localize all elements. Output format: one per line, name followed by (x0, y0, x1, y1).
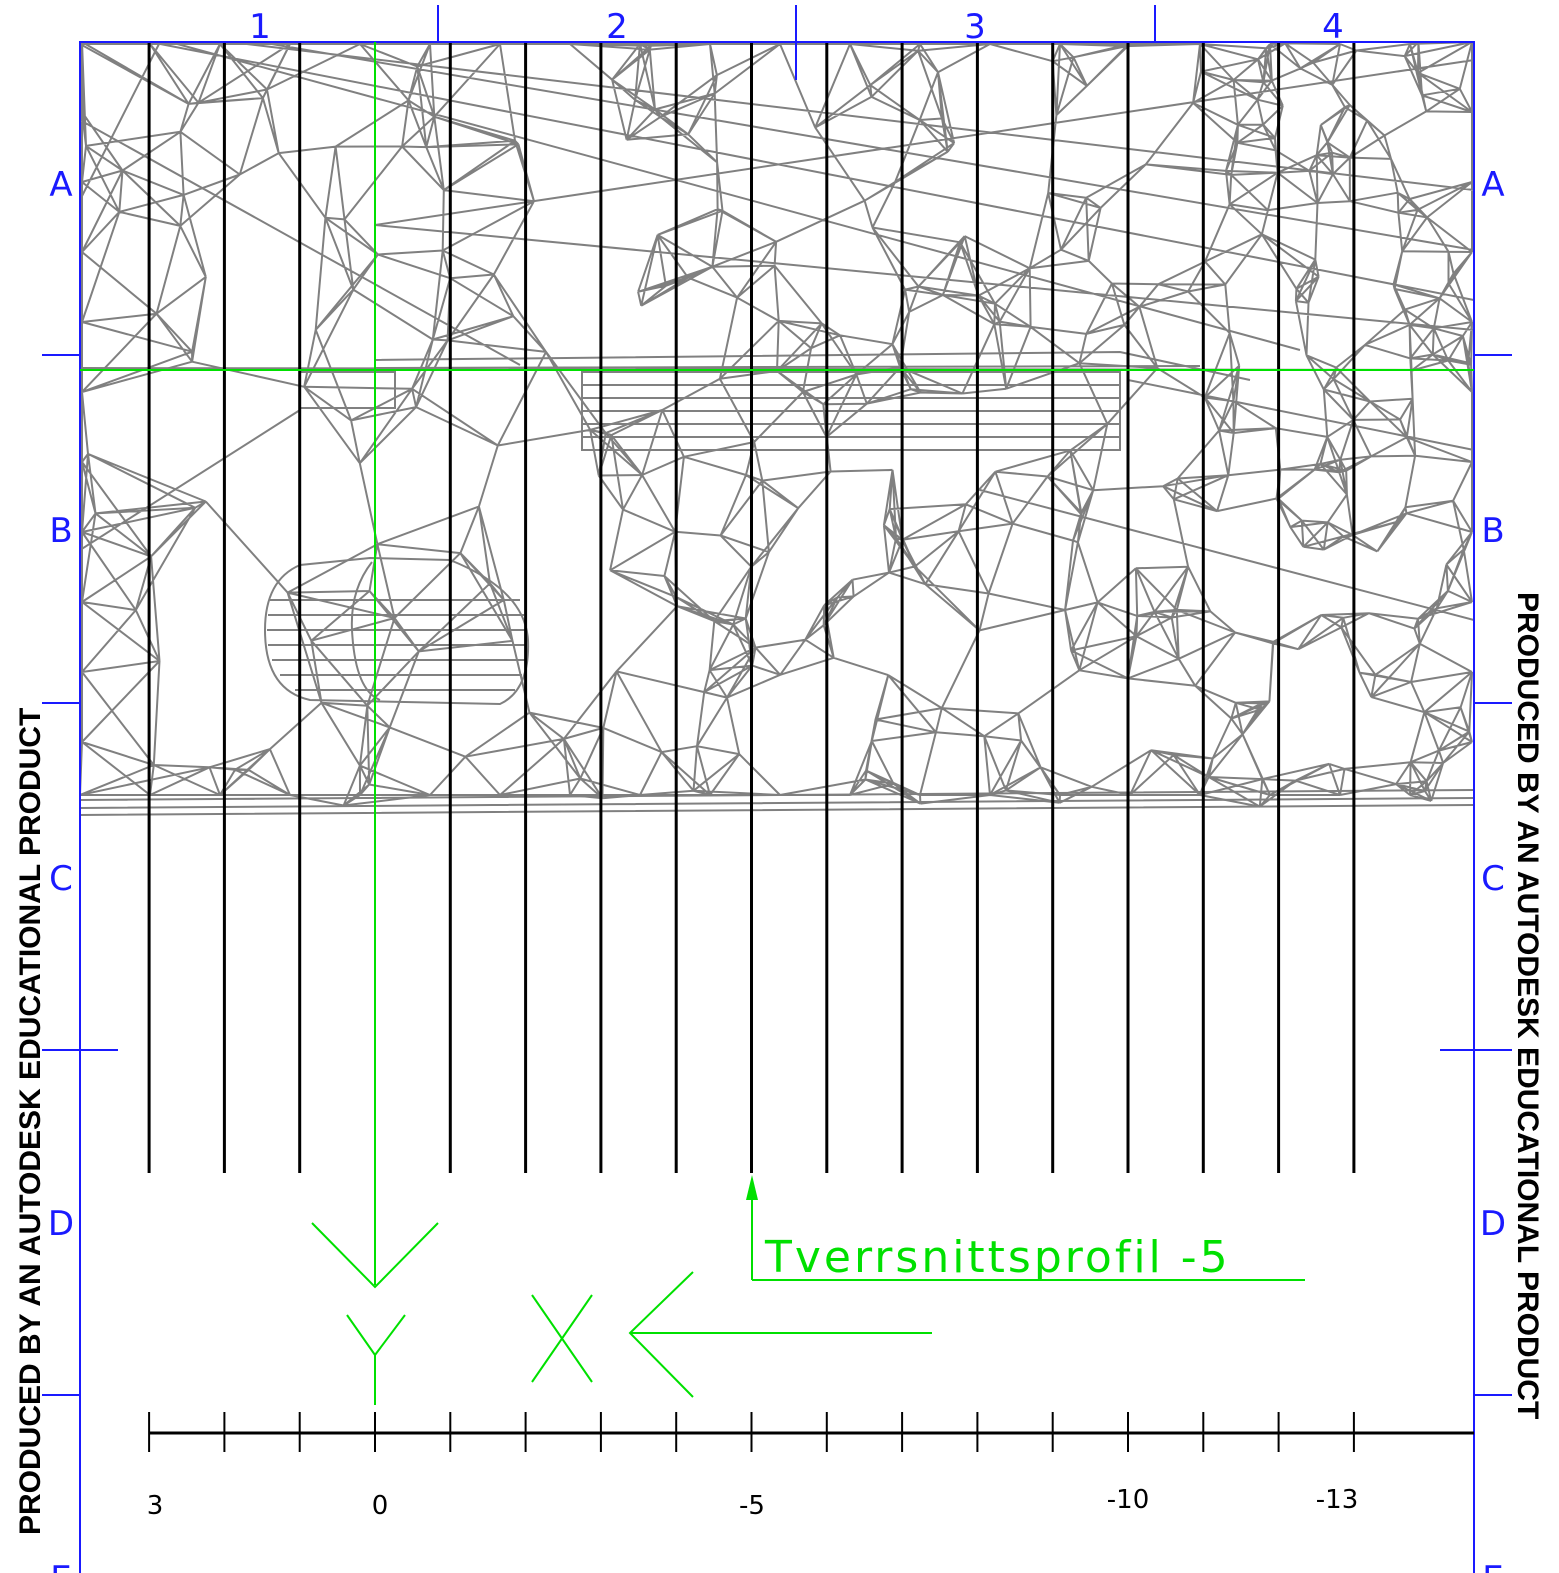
watermark-left: PRODUCED BY AN AUTODESK EDUCATIONAL PROD… (14, 708, 47, 1535)
grid-col-label-3: 3 (964, 7, 986, 47)
grid-row-label-e-right: E (1482, 1559, 1503, 1573)
small-rect (299, 371, 396, 409)
station-label-minus-10: -10 (1107, 1485, 1149, 1515)
frame-border (79, 41, 1475, 1573)
grid-col-label-1: 1 (249, 7, 271, 47)
grid-row-label-a-left: A (49, 165, 72, 205)
grid-row-label-d-left: D (48, 1204, 74, 1244)
station-axis: 3 0 -5 -10 -13 (147, 1412, 1474, 1521)
drawing-frame (42, 5, 1512, 1573)
y-direction-arrow (311, 1222, 439, 1289)
profile-label: Tverrsnittsprofil -5 (764, 1232, 1231, 1283)
station-label-minus-13: -13 (1316, 1485, 1358, 1515)
terrain-tin-mesh (80, 42, 1474, 808)
station-label-0: 0 (372, 1491, 389, 1521)
rect-structure (581, 371, 1121, 451)
grid-col-label-4: 4 (1322, 7, 1344, 47)
station-axis-ticks (148, 1412, 1355, 1452)
grid-row-label-c-left: C (49, 859, 73, 899)
grid-row-label-d-right: D (1480, 1204, 1506, 1244)
grid-row-label-c-right: C (1481, 859, 1505, 899)
x-direction-arrow (628, 1271, 932, 1398)
cross-section-lines (147, 42, 1356, 1173)
culvert-outer (263, 556, 530, 706)
station-label-minus-5: -5 (739, 1491, 765, 1521)
grid-row-label-b-left: B (49, 511, 72, 551)
station-label-3: 3 (147, 1491, 164, 1521)
y-axis-glyph (346, 1314, 406, 1405)
grid-row-label-b-right: B (1481, 511, 1504, 551)
x-axis-glyph (531, 1294, 593, 1383)
road-band-lower (79, 789, 1475, 816)
grid-col-label-2: 2 (606, 7, 628, 47)
grid-row-label-a-right: A (1481, 165, 1504, 205)
tin-triangles (80, 42, 1474, 808)
culvert-hatch (267, 599, 527, 691)
annotation-layer (80, 42, 1474, 1405)
profile-leader-arrowhead (746, 1175, 758, 1200)
watermark-right: PRODUCED BY AN AUTODESK EDUCATIONAL PROD… (1511, 592, 1544, 1419)
grid-row-label-e-left: E (50, 1559, 71, 1573)
